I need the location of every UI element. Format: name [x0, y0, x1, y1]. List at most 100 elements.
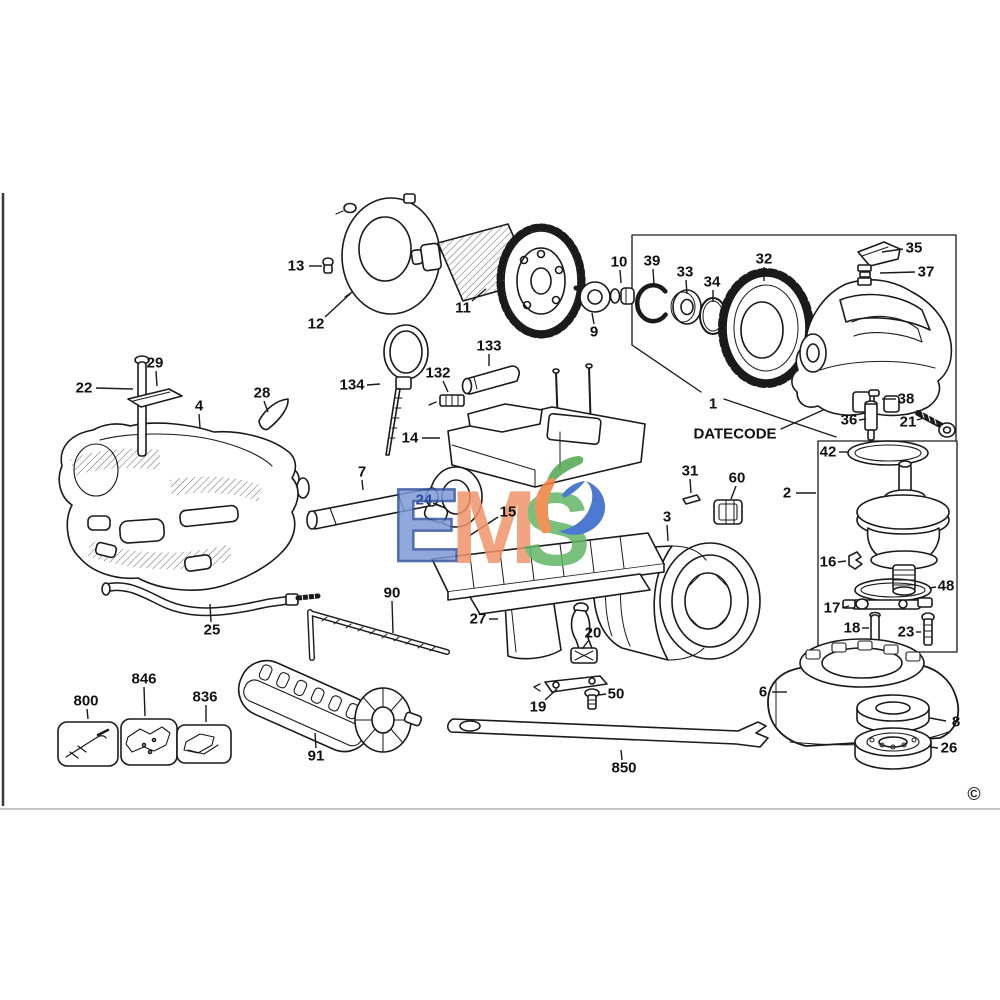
part-label-38: 38	[898, 391, 915, 408]
part-label-24: 24	[416, 492, 433, 509]
part-label-13: 13	[288, 258, 305, 275]
part-label-DATECODE: DATECODE	[693, 426, 776, 443]
terminal-132	[428, 394, 465, 407]
leader-line-19	[544, 688, 558, 701]
part-label-90: 90	[384, 585, 401, 602]
leader-line-846	[143, 686, 146, 717]
leader-line-10	[619, 269, 622, 284]
part-label-17: 17	[824, 600, 841, 617]
watermark-swoosh-orange	[535, 477, 556, 534]
leader-line-132	[442, 380, 449, 393]
brush-cap-60	[713, 499, 743, 525]
leader-line-31	[689, 478, 692, 494]
copyright-mark: ©	[967, 784, 980, 804]
screw-23	[921, 612, 935, 646]
part-label-800: 800	[73, 693, 98, 710]
watermark-letter-M: M	[451, 470, 538, 586]
part-label-37: 37	[918, 264, 935, 281]
part-label-91: 91	[308, 748, 325, 765]
part-label-23: 23	[898, 624, 915, 641]
accessory-box-836	[176, 724, 232, 764]
part-label-60: 60	[729, 470, 746, 487]
sleeve-133	[461, 365, 520, 395]
part-label-48: 48	[938, 578, 955, 595]
part-label-1: 1	[709, 396, 717, 413]
handle-housing-4	[58, 422, 299, 591]
leader-line-17	[841, 605, 850, 609]
watermark-letter-E: E	[391, 468, 460, 584]
screw-50	[584, 688, 600, 710]
part-label-10: 10	[611, 254, 628, 271]
leader-line-20	[581, 639, 590, 650]
leader-line-33	[685, 279, 688, 295]
part-label-9: 9	[590, 324, 598, 341]
ring-42	[847, 440, 929, 466]
part-label-39: 39	[644, 253, 661, 270]
leader-line-3	[666, 524, 669, 542]
watermark-letters: EMS	[390, 467, 591, 588]
side-handle-91	[237, 659, 423, 753]
circlip-39	[635, 283, 668, 324]
leader-line-24	[432, 502, 442, 507]
part-label-133: 133	[476, 338, 501, 355]
part-label-134: 134	[339, 377, 365, 394]
leader-line-91	[314, 732, 317, 749]
part-label-132: 132	[425, 365, 450, 382]
hex-key-90	[307, 609, 450, 661]
part-label-6: 6	[759, 684, 767, 701]
brush-holder-20	[570, 602, 598, 664]
part-label-14: 14	[402, 430, 419, 447]
leader-line-21	[916, 417, 925, 421]
part-label-29: 29	[147, 355, 164, 372]
leader-line-134	[366, 383, 381, 386]
label-plate-29	[127, 388, 183, 408]
switch-assembly-14	[423, 363, 646, 528]
drawing-layer	[57, 193, 960, 770]
baffle-plate-12	[335, 193, 441, 315]
nut-10	[609, 287, 635, 305]
part-label-18: 18	[844, 620, 861, 637]
part-label-36: 36	[841, 412, 858, 429]
part-label-31: 31	[682, 463, 699, 480]
ems-watermark: EMS	[390, 456, 606, 588]
leader-lines	[86, 248, 947, 761]
part-label-15: 15	[500, 504, 517, 521]
washer-33	[670, 289, 702, 325]
cable-tie-134	[383, 324, 429, 456]
leader-line-11	[471, 288, 487, 302]
leader-line-22	[95, 387, 134, 390]
leader-line-60	[730, 485, 737, 500]
lever-17	[842, 597, 933, 610]
brush-holder-19	[533, 675, 608, 693]
leader-line-29	[155, 370, 158, 387]
leader-line-48	[928, 586, 937, 589]
part-label-26: 26	[941, 740, 958, 757]
part-label-3: 3	[663, 509, 671, 526]
leader-line-800	[86, 708, 89, 720]
part-label-34: 34	[704, 274, 721, 291]
part-label-20: 20	[585, 625, 602, 642]
label-28	[258, 398, 289, 431]
cap-35	[857, 241, 901, 267]
part-label-7: 7	[358, 464, 366, 481]
part-label-42: 42	[820, 444, 837, 461]
pin-22	[134, 355, 150, 457]
part-label-16: 16	[820, 554, 837, 571]
leader-line-50	[598, 693, 607, 696]
armature-11	[410, 223, 603, 339]
part-label-8: 8	[952, 714, 960, 731]
leader-line-37	[879, 271, 916, 274]
leader-line-4	[198, 413, 201, 429]
clamp-nut-26	[854, 727, 932, 770]
leader-line-9	[591, 312, 595, 325]
accessory-box-846	[120, 718, 178, 766]
screw-37	[857, 264, 872, 286]
leader-line-8	[929, 717, 947, 722]
pin-36	[864, 400, 878, 441]
clip-16	[848, 551, 863, 570]
leader-line-39	[652, 268, 655, 286]
part-label-4: 4	[195, 398, 204, 415]
watermark-swoosh-blue-small	[562, 481, 585, 498]
